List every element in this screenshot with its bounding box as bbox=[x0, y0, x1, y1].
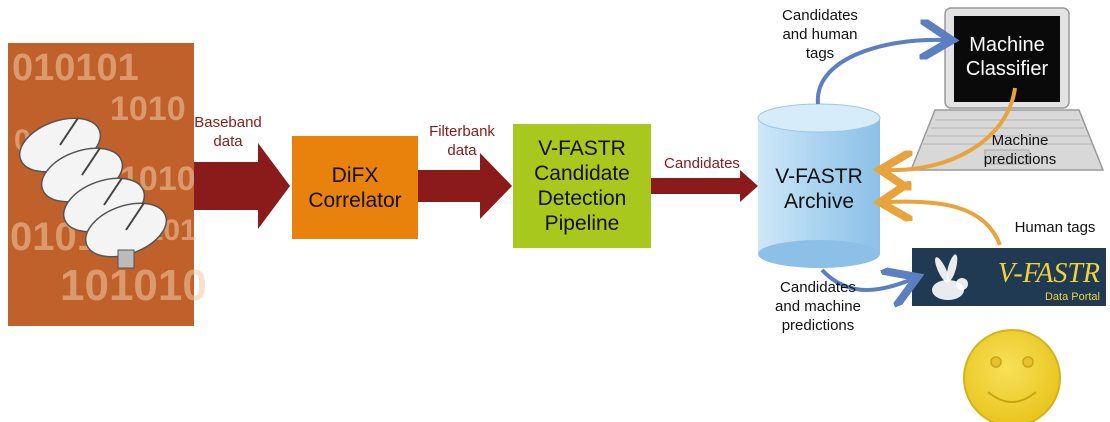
pipeline-label-line3: Detection bbox=[538, 187, 627, 210]
difx-label-line1: DiFX bbox=[332, 164, 379, 187]
cand-human-label-line3: tags bbox=[806, 45, 834, 62]
svg-text:010101: 010101 bbox=[12, 47, 139, 89]
baseband-arrow bbox=[194, 143, 290, 229]
human-tags-label: Human tags bbox=[1015, 219, 1096, 236]
cand-machine-label-line3: predictions bbox=[782, 317, 855, 334]
rabbit-logo-icon bbox=[932, 254, 968, 300]
baseband-label-line1: Baseband bbox=[194, 114, 262, 131]
candidates-label: Candidates bbox=[664, 155, 740, 172]
cand-machine-label-line2: and machine bbox=[775, 298, 861, 315]
pipeline-label-line2: Candidate bbox=[534, 162, 630, 185]
cand-machine-label-line1: Candidates bbox=[780, 279, 856, 296]
svg-text:1010: 1010 bbox=[110, 90, 186, 128]
radio-telescope-dishes-icon bbox=[18, 117, 168, 269]
filterbank-label-line2: data bbox=[447, 142, 477, 159]
archive-label-line1: V-FASTR bbox=[775, 165, 863, 188]
candidates-arrow bbox=[651, 170, 758, 202]
classifier-label-line2: Classifier bbox=[966, 58, 1049, 80]
portal-subtitle: Data Portal bbox=[1045, 291, 1100, 303]
portal-title: V-FASTR bbox=[998, 258, 1100, 289]
archive-to-classifier-arc bbox=[815, 40, 944, 105]
machine-predictions-label-line2: predictions bbox=[984, 151, 1057, 168]
classifier-label-line1: Machine bbox=[969, 34, 1045, 56]
svg-text:101010: 101010 bbox=[60, 261, 207, 310]
antenna-panel: 010101 1010 01010 1010 01010 101010 0101 bbox=[8, 43, 207, 326]
portal-to-archive-arc bbox=[888, 202, 1002, 246]
filterbank-label-line1: Filterbank bbox=[429, 123, 495, 140]
difx-label-line2: Correlator bbox=[308, 189, 401, 212]
baseband-label-line2: data bbox=[213, 133, 243, 150]
data-portal-banner: V-FASTR Data Portal bbox=[912, 248, 1106, 306]
classifier-to-archive-arc bbox=[888, 87, 1017, 170]
pipeline-label-line1: V-FASTR bbox=[538, 137, 626, 160]
machine-predictions-label-line1: Machine bbox=[992, 132, 1049, 149]
archive-cylinder bbox=[757, 103, 881, 268]
cand-human-label-line1: Candidates bbox=[782, 7, 858, 24]
archive-label-line2: Archive bbox=[784, 190, 854, 213]
filterbank-arrow bbox=[418, 153, 512, 219]
difx-correlator-box bbox=[292, 136, 418, 239]
pipeline-label-line4: Pipeline bbox=[545, 212, 620, 235]
detection-pipeline-box bbox=[513, 124, 651, 248]
archive-to-portal-arc bbox=[820, 270, 910, 290]
smiley-face-icon bbox=[963, 329, 1061, 422]
cand-human-label-line2: and human bbox=[782, 26, 857, 43]
